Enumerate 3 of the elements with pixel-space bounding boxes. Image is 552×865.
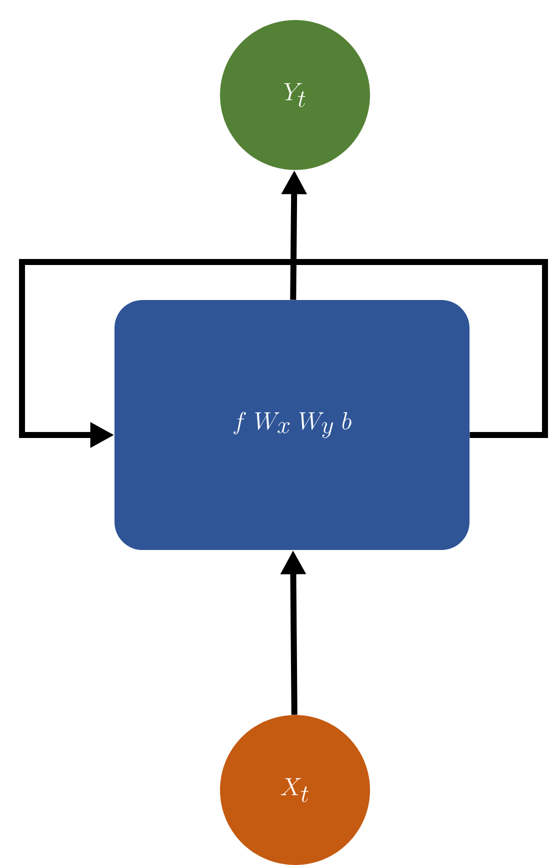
circle-node: $X_t$ bbox=[220, 715, 370, 865]
process-box: $f \; W_x \; W_y \; b$ bbox=[114, 300, 470, 550]
circle-node: $Y_t$ bbox=[220, 20, 370, 170]
